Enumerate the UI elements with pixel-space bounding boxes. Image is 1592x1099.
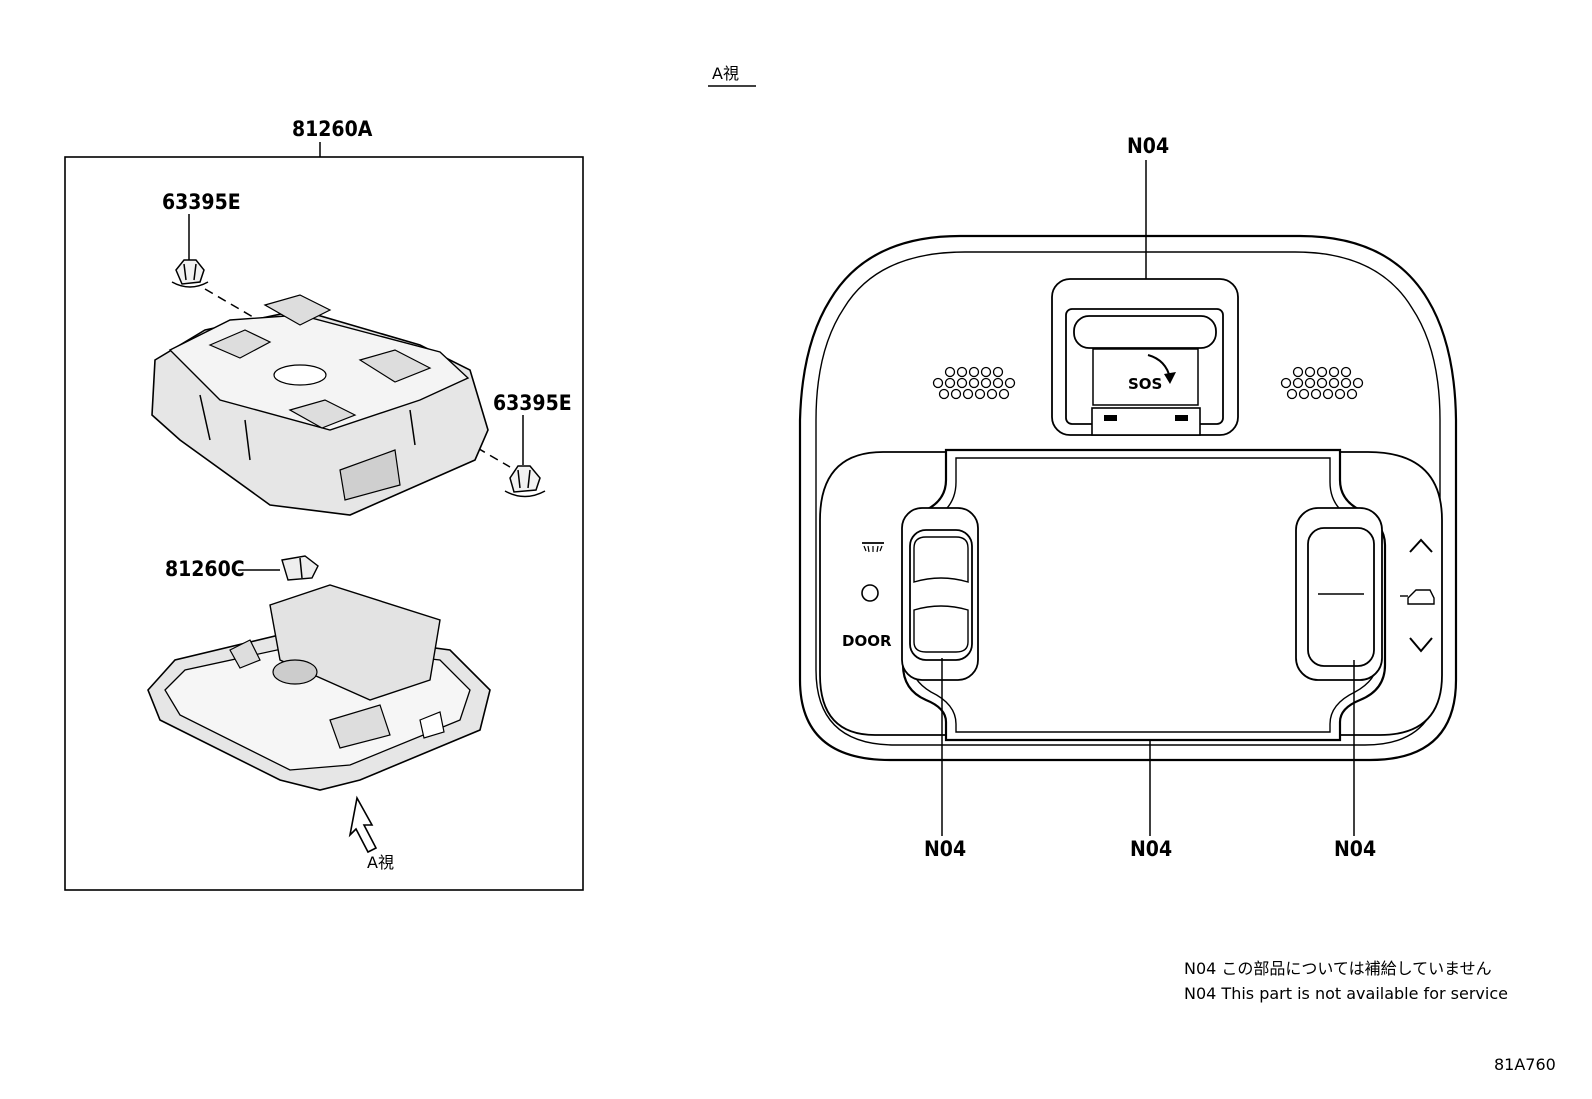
housing-icon: [151, 294, 489, 516]
figure-code: 81A760: [1494, 1055, 1556, 1074]
clip-label-top: 63395E: [162, 190, 241, 214]
view-arrow-icon: [348, 795, 378, 854]
sos-tab: [1091, 407, 1201, 436]
view-heading: A視: [712, 64, 739, 83]
left-assembly-group: 81260A 63395E 63395E: [64, 117, 584, 891]
callout-left: N04: [924, 837, 966, 861]
left-rocker-lower: [913, 605, 969, 653]
panel-view-group: N04 SOS: [798, 134, 1458, 861]
lens-icon: [147, 584, 491, 791]
chevron-up-icon: [1409, 538, 1433, 553]
right-rocker-button: [1307, 527, 1375, 667]
microphone-grille-icon-right: [1280, 366, 1364, 400]
assembly-label: 81260A: [292, 117, 373, 141]
bulb-icon: [281, 555, 319, 581]
clip-icon-right: [504, 465, 546, 498]
bulb-label: 81260C: [165, 557, 245, 581]
map-lamp-icon: [862, 542, 884, 553]
callout-center: N04: [1130, 837, 1172, 861]
sos-lower: [1092, 348, 1199, 406]
clip-label-right: 63395E: [493, 391, 572, 415]
sos-led-right: [1175, 415, 1188, 421]
sos-led-left: [1104, 415, 1117, 421]
sos-text: SOS: [1128, 375, 1162, 393]
callout-right: N04: [1334, 837, 1376, 861]
assembly-frame: [64, 156, 584, 891]
sunroof-icon: [1400, 589, 1435, 605]
sos-arrow-icon: [1147, 354, 1176, 384]
left-rocker-upper: [913, 536, 969, 583]
callout-top: N04: [1127, 134, 1169, 158]
view-arrow-label: A視: [367, 853, 394, 872]
door-indicator-icon: [861, 584, 879, 602]
clip-icon: [171, 259, 209, 288]
note-en: N04 This part is not available for servi…: [1184, 984, 1508, 1003]
microphone-grille-icon: [932, 366, 1016, 400]
sos-button-cap: [1073, 315, 1217, 349]
chevron-down-icon: [1409, 637, 1433, 653]
door-text: DOOR: [842, 632, 892, 650]
note-jp: N04 この部品については補給していません: [1184, 959, 1492, 978]
